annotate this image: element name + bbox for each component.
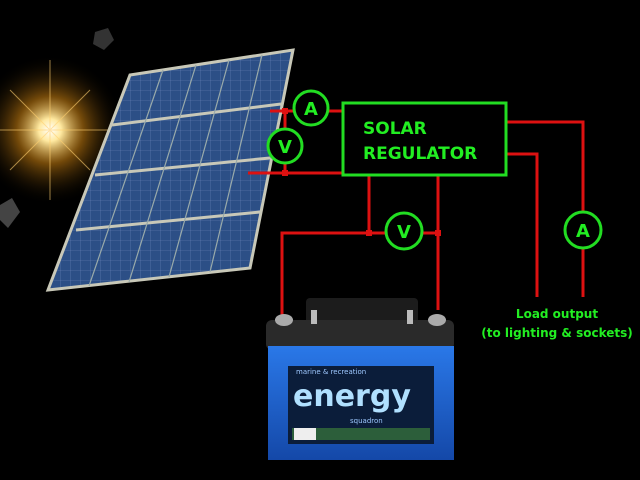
battery-brand-sub: squadron xyxy=(350,417,383,425)
regulator-label-line2: REGULATOR xyxy=(363,144,477,164)
load-output-sublabel: (to lighting & sockets) xyxy=(481,326,632,340)
solar-regulator-box: SOLAR REGULATOR xyxy=(341,101,508,177)
svg-text:V: V xyxy=(397,222,411,243)
battery-voltmeter: V xyxy=(384,211,424,251)
regulator-label-line1: SOLAR xyxy=(363,119,427,139)
battery-brand-top: marine & recreation xyxy=(296,368,366,376)
solar-panel xyxy=(45,48,295,292)
load-ammeter: A xyxy=(563,210,603,250)
positive-terminal xyxy=(428,314,446,326)
load-output-label: Load output xyxy=(516,307,598,321)
svg-text:A: A xyxy=(576,221,590,242)
negative-terminal xyxy=(275,314,293,326)
battery: marine & recreation energy squadron xyxy=(266,298,454,460)
svg-text:A: A xyxy=(304,99,318,120)
debris-icon xyxy=(93,28,114,50)
svg-text:V: V xyxy=(278,137,292,158)
panel-voltmeter: V xyxy=(266,127,304,165)
debris-icon xyxy=(0,198,20,228)
panel-ammeter: A xyxy=(292,89,330,127)
battery-brand: energy xyxy=(293,379,411,414)
